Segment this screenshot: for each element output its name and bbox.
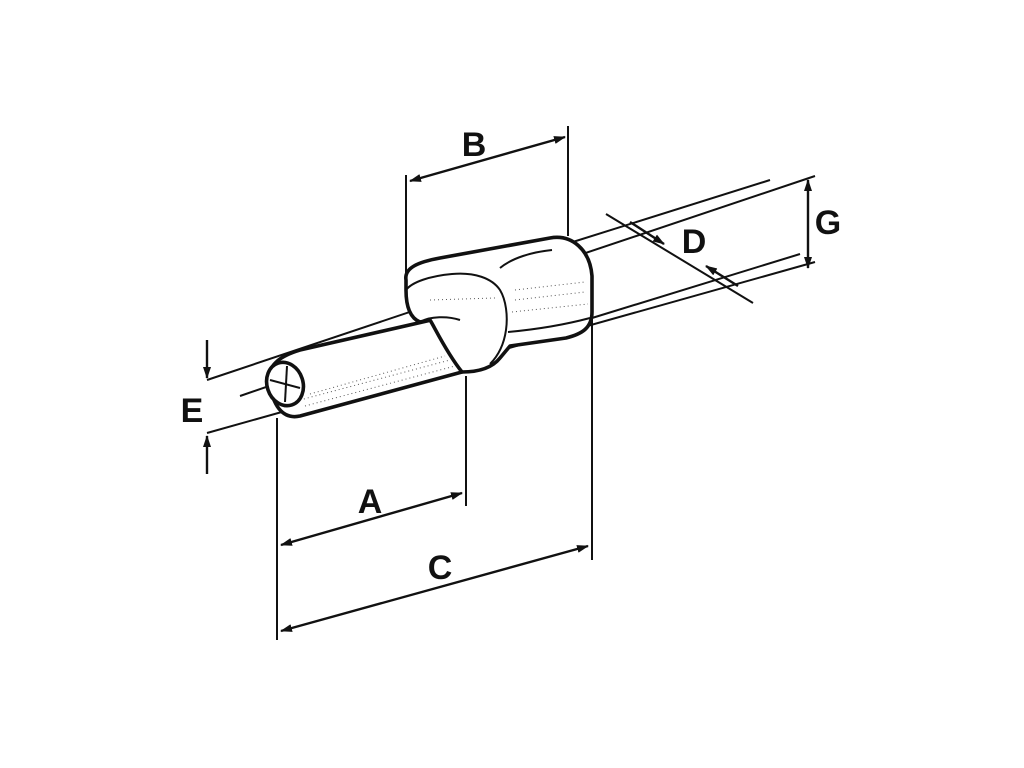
label-a: A bbox=[358, 483, 383, 521]
label-d: D bbox=[682, 223, 707, 261]
collar-mouth bbox=[405, 272, 508, 365]
label-b: B bbox=[462, 126, 487, 164]
dimension-d-arrow-2 bbox=[705, 264, 739, 288]
dimension-lines bbox=[203, 126, 812, 640]
dimension-d-arrow-1 bbox=[629, 220, 665, 246]
dimension-labels: B D G E A C bbox=[181, 126, 842, 587]
dimension-a-line bbox=[280, 491, 463, 547]
ferrule-part bbox=[264, 235, 594, 419]
label-e: E bbox=[181, 392, 204, 430]
dimension-b-line bbox=[409, 135, 566, 183]
dimension-c-line bbox=[280, 544, 589, 633]
label-g: G bbox=[815, 204, 841, 242]
label-c: C bbox=[428, 549, 453, 587]
